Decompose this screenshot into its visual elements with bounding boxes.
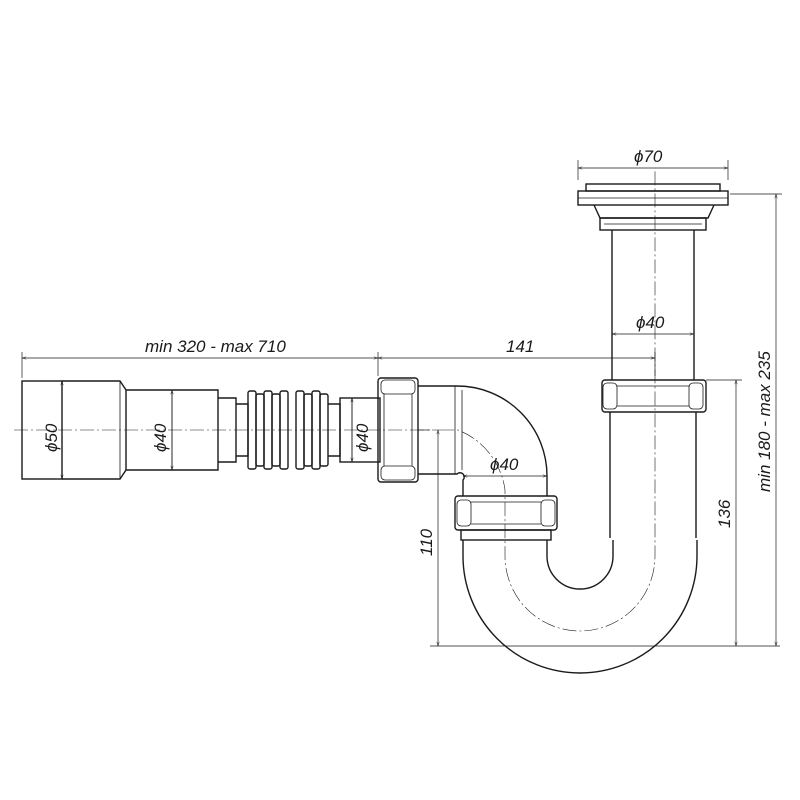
label-height-range: min 180 - max 235 xyxy=(755,351,774,492)
left-union-nut xyxy=(454,495,558,541)
label-dia-hose-2: ϕ40 xyxy=(353,423,372,452)
dimension-lines xyxy=(21,160,782,647)
right-union-nut xyxy=(601,379,707,413)
u-bend xyxy=(462,540,698,674)
strainer-flange xyxy=(577,183,729,231)
label-offset-141: 141 xyxy=(506,337,534,356)
label-dia-vertical-pipe: ϕ40 xyxy=(636,313,665,332)
trap-right-leg xyxy=(609,412,697,538)
elbow xyxy=(418,385,548,496)
label-height-136: 136 xyxy=(715,499,734,528)
centre-lines xyxy=(14,168,656,632)
label-length-range: min 320 - max 710 xyxy=(145,337,286,356)
vertical-pipe xyxy=(611,230,695,380)
label-dia-elbow: ϕ40 xyxy=(490,455,519,474)
label-dia-outlet-top: ϕ70 xyxy=(634,147,663,166)
label-dia-outlet-end: ϕ50 xyxy=(42,423,61,452)
label-height-110: 110 xyxy=(417,528,436,556)
label-dia-hose-1: ϕ40 xyxy=(151,423,170,452)
